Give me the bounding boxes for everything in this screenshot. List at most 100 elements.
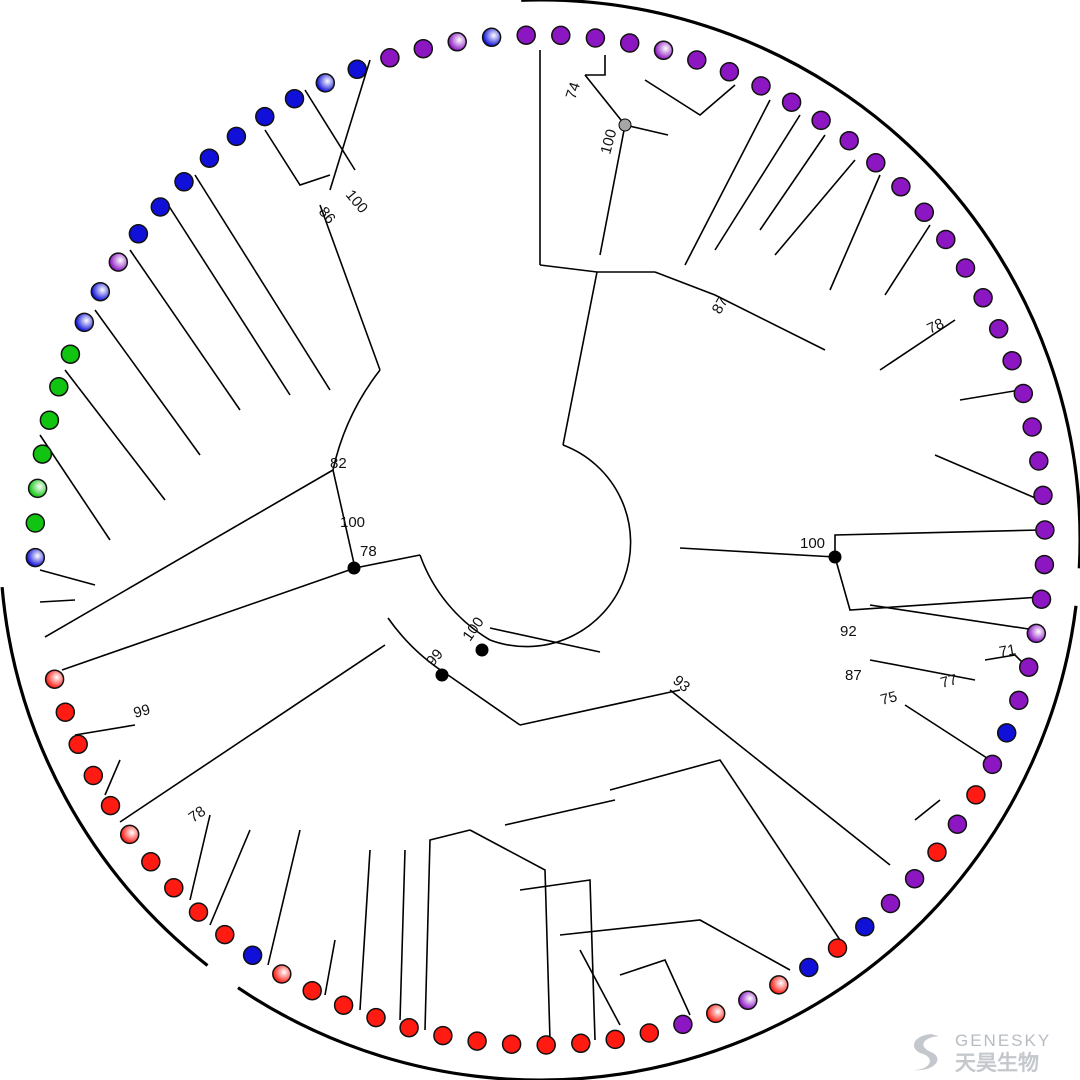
tip-blue-circle xyxy=(315,73,336,93)
tip-red-circle xyxy=(605,1029,625,1050)
branch xyxy=(194,174,331,391)
bootstrap-value: 87 xyxy=(845,667,862,684)
branch xyxy=(61,567,356,671)
branch xyxy=(519,879,596,1041)
gray-node-marker xyxy=(618,118,632,132)
tip-red-circle xyxy=(68,734,88,755)
branch xyxy=(599,124,626,256)
branch xyxy=(359,849,371,1011)
tip-blue-circle xyxy=(242,945,263,966)
tip-blue-circle xyxy=(128,224,149,244)
tip-purple-circle xyxy=(1031,589,1052,609)
tip-red-circle xyxy=(119,824,140,845)
tip-purple-circle xyxy=(719,62,740,82)
bootstrap-value: 100 xyxy=(597,127,620,156)
branch xyxy=(104,759,121,796)
bootstrap-value: 77 xyxy=(939,671,960,692)
bootstrap-value: 100 xyxy=(459,614,487,644)
tip-purple-circle xyxy=(673,1014,693,1035)
backbone-arc xyxy=(489,444,632,648)
tree-branches xyxy=(39,50,1041,1041)
branch xyxy=(904,704,991,761)
branch xyxy=(74,724,136,736)
branch xyxy=(329,59,371,191)
tip-green-circle xyxy=(25,513,46,533)
bootstrap-labels: 74 100 87 78 100 92 87 71 77 75 93 100 9… xyxy=(132,80,1017,826)
tip-red-circle xyxy=(44,669,65,689)
tip-red-circle xyxy=(366,1007,386,1028)
branch xyxy=(424,829,471,1031)
branch xyxy=(654,271,826,351)
branch xyxy=(94,309,201,456)
branch xyxy=(267,829,301,966)
bootstrap-value: 75 xyxy=(879,688,900,709)
branch xyxy=(354,554,421,569)
branch xyxy=(869,659,976,681)
branch xyxy=(834,556,1041,611)
tip-purple-circle xyxy=(413,38,434,59)
branch xyxy=(39,599,76,603)
branch xyxy=(934,454,1041,501)
tip-blue-circle xyxy=(255,106,275,127)
tip-markers xyxy=(25,25,1055,1055)
tip-purple-circle xyxy=(1018,657,1039,677)
clade-arc-3 xyxy=(0,586,209,967)
tip-red-circle xyxy=(467,1031,487,1051)
tip-purple-circle xyxy=(380,48,400,68)
tip-purple-circle xyxy=(1034,554,1055,575)
tip-red-circle xyxy=(827,938,848,958)
branch xyxy=(644,79,736,116)
branch xyxy=(959,389,1021,401)
black-node-marker xyxy=(475,643,489,657)
branch xyxy=(489,627,601,653)
tip-red-circle xyxy=(399,1017,419,1038)
tip-blue-circle xyxy=(226,126,247,147)
clade-arc-1 xyxy=(521,0,1080,569)
tip-blue-circle xyxy=(996,723,1017,743)
tip-red-circle xyxy=(272,964,292,984)
tip-green-circle xyxy=(49,377,69,397)
branch xyxy=(714,114,801,251)
tip-green-circle xyxy=(39,410,60,430)
tip-red-circle xyxy=(639,1023,660,1043)
branch xyxy=(332,369,381,471)
tip-purple-circle xyxy=(516,25,536,45)
watermark-latin: GENESKY xyxy=(955,1031,1051,1050)
bootstrap-value: 78 xyxy=(186,803,209,826)
branch xyxy=(759,134,826,231)
bootstrap-value: 71 xyxy=(998,641,1017,661)
bootstrap-value: 99 xyxy=(132,701,153,722)
tip-purple-circle xyxy=(585,28,606,48)
tip-purple-circle xyxy=(781,92,802,112)
tip-red-circle xyxy=(164,878,184,898)
tip-purple-circle xyxy=(653,40,674,61)
tip-green-circle xyxy=(27,478,48,499)
branch xyxy=(774,159,856,256)
tip-purple-circle xyxy=(866,153,886,173)
branch xyxy=(619,959,691,1016)
tip-red-circle xyxy=(966,785,986,805)
tip-blue-circle xyxy=(90,281,111,302)
branch xyxy=(884,224,931,296)
tip-red-circle xyxy=(571,1033,591,1054)
bootstrap-value: 99 xyxy=(423,646,447,670)
tip-red-circle xyxy=(302,980,322,1001)
bootstrap-value: 92 xyxy=(840,623,857,640)
tip-purple-circle xyxy=(947,814,968,834)
tip-red-circle xyxy=(705,1003,726,1024)
branch xyxy=(304,89,356,171)
branch xyxy=(579,949,621,1026)
bootstrap-value: 100 xyxy=(800,535,825,552)
tip-purple-circle xyxy=(1029,451,1049,471)
branch xyxy=(324,939,336,996)
branch xyxy=(419,554,491,641)
tip-purple-circle xyxy=(551,25,571,46)
logo-s-mark xyxy=(913,1034,939,1071)
tip-purple-circle xyxy=(1002,350,1022,371)
tip-purple-circle xyxy=(1022,417,1042,437)
branch xyxy=(164,199,291,396)
branch xyxy=(834,529,1041,557)
tip-red-circle xyxy=(188,902,209,922)
tip-purple-circle xyxy=(891,177,911,197)
